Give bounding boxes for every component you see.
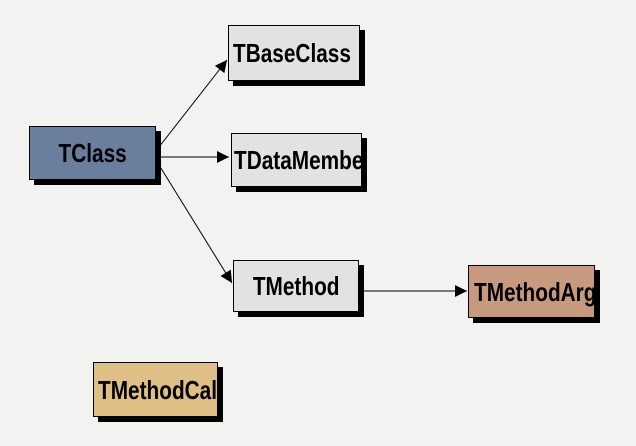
edge-tclass-tbaseclass	[158, 59, 228, 148]
edge-tclass-tmethod	[158, 164, 233, 284]
class-node-label: TMethodArg	[474, 276, 595, 307]
class-node-label: TDataMember	[234, 145, 362, 175]
class-node-tmethod[interactable]: TMethod	[233, 260, 359, 312]
class-node-tmethodcall[interactable]: TMethodCall	[93, 362, 218, 417]
class-node-tbaseclass[interactable]: TBaseClass	[228, 25, 360, 81]
class-node-label: TMethod	[252, 271, 340, 301]
class-node-tdatamember[interactable]: TDataMember	[231, 133, 362, 187]
class-node-tmethodarg[interactable]: TMethodArg	[468, 265, 595, 318]
class-node-label: TBaseClass	[233, 38, 351, 68]
class-node-label: TMethodCall	[98, 374, 218, 405]
class-node-tclass[interactable]: TClass	[29, 126, 156, 180]
class-node-label: TClass	[58, 138, 127, 168]
